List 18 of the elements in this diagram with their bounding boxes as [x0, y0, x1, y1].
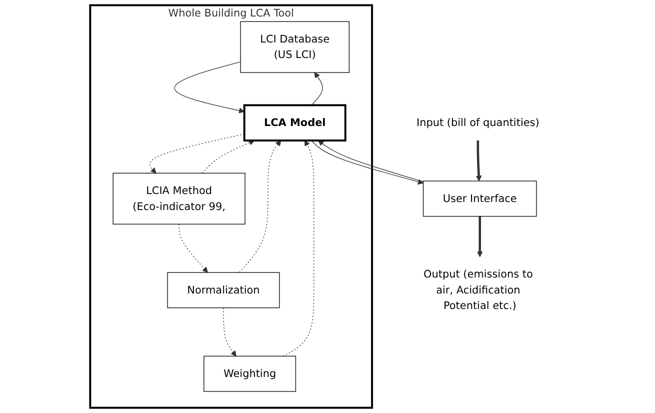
arrow — [149, 134, 245, 174]
node-box: LCIA Method (Eco-indicator 99, — [112, 172, 246, 224]
node-box: Weighting — [204, 356, 296, 392]
arrow — [311, 72, 323, 106]
arrow — [223, 307, 236, 356]
node-box: User Interface — [422, 180, 537, 217]
arrow — [174, 62, 245, 114]
arrow — [238, 140, 282, 273]
node-box: Normalization — [167, 272, 280, 308]
arrow — [178, 224, 208, 273]
node-box: LCA Model — [243, 104, 346, 142]
arrow — [477, 216, 483, 258]
arrow — [282, 140, 314, 356]
arrow — [202, 140, 255, 174]
node-text: Input (bill of quantities) — [416, 116, 540, 129]
node-text: Output (emissions to air, Acidification Potential etc.) — [424, 268, 533, 312]
arrow — [476, 140, 482, 182]
node-box: LCI Database (US LCI) — [240, 21, 350, 73]
